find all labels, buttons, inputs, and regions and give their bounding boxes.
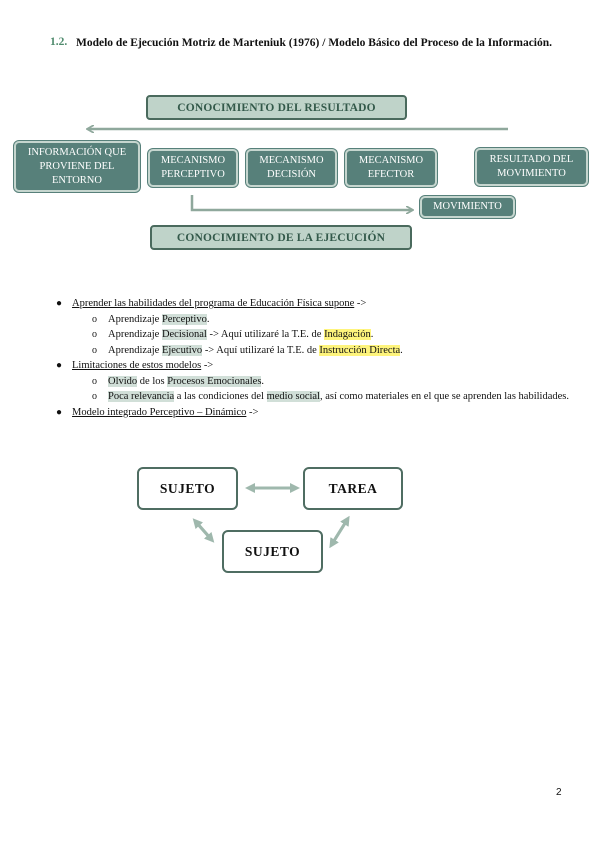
list-subitem: o Poca relevancia a las condiciones del …: [52, 389, 572, 405]
circle-bullet-icon: o: [92, 391, 97, 402]
circle-bullet-icon: o: [92, 313, 97, 325]
movement-result-box: RESULTADO DEL MOVIMIENTO: [475, 148, 588, 186]
list-item: ● Limitaciones de estos modelos ->: [52, 358, 572, 374]
section-number: 1.2.: [50, 36, 68, 48]
page-number: 2: [556, 787, 562, 798]
circle-bullet-icon: o: [92, 375, 97, 387]
sujeto-box-bottom: SUJETO: [222, 530, 323, 573]
list-subitem: o Olvido de los Procesos Emocionales.: [52, 374, 572, 390]
section-title: Modelo de Ejecución Motriz de Marteniuk …: [76, 37, 553, 49]
result-knowledge-label: CONOCIMIENTO DEL RESULTADO: [146, 95, 407, 120]
sujeto-box-left: SUJETO: [137, 467, 238, 510]
bullet-icon: ●: [56, 360, 63, 371]
list-subitem: o Aprendizaje Decisional -> Aquí utiliza…: [52, 327, 572, 343]
list-item: ● Aprender las habilidades del programa …: [52, 296, 572, 312]
bullet-icon: ●: [56, 406, 63, 418]
environment-info-box: INFORMACIÓN QUE PROVIENE DEL ENTORNO: [14, 141, 140, 192]
tarea-box: TAREA: [303, 467, 403, 510]
list-item: ● Modelo integrado Perceptivo – Dinámico…: [52, 405, 572, 421]
list-subitem: o Aprendizaje Ejecutivo -> Aquí utilizar…: [52, 343, 572, 359]
circle-bullet-icon: o: [92, 344, 97, 356]
execution-knowledge-label: CONOCIMIENTO DE LA EJECUCIÓN: [150, 225, 412, 250]
content-list: ● Aprender las habilidades del programa …: [52, 296, 572, 420]
decision-mechanism-box: MECANISMO DECISIÓN: [246, 149, 337, 187]
list-subitem: o Aprendizaje Perceptivo.: [52, 312, 572, 328]
execution-arrow: [190, 195, 412, 210]
circle-bullet-icon: o: [92, 329, 97, 340]
effector-mechanism-box: MECANISMO EFECTOR: [345, 149, 437, 187]
perceptive-mechanism-box: MECANISMO PERCEPTIVO: [148, 149, 238, 187]
bullet-icon: ●: [56, 298, 63, 309]
movement-box: MOVIMIENTO: [420, 196, 515, 218]
